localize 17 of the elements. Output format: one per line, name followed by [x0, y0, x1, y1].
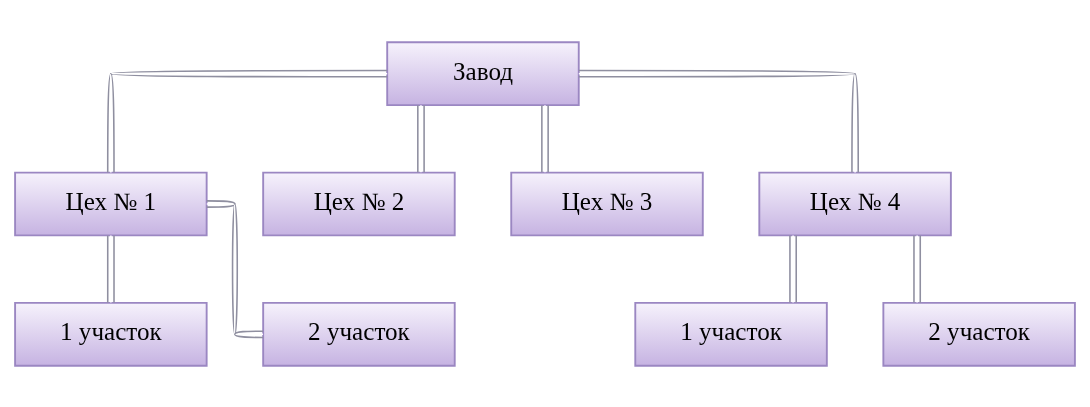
node-box: Цех № 4 — [758, 171, 952, 236]
connector — [789, 234, 797, 303]
node-box: 2 участок — [882, 301, 1076, 367]
connector — [106, 234, 115, 303]
node-box: Цех № 3 — [510, 171, 704, 236]
node-box: Завод — [386, 40, 580, 106]
node-box: Цех № 2 — [262, 171, 456, 236]
connector — [541, 103, 549, 173]
node-box: Цех № 1 — [14, 171, 208, 236]
node-box: 1 участок — [14, 301, 208, 367]
connector — [106, 69, 388, 173]
connector — [578, 69, 859, 173]
connector — [913, 234, 922, 303]
node-box: 1 участок — [634, 301, 828, 367]
connector — [205, 199, 264, 338]
connector — [417, 103, 425, 173]
node-box: 2 участок — [262, 301, 456, 367]
